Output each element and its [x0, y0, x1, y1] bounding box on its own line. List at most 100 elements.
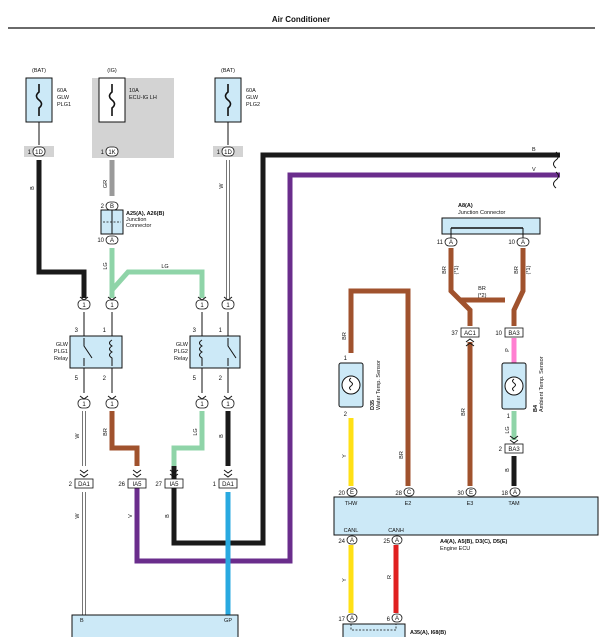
- wire-br-ac1: [448, 248, 473, 326]
- svg-text:A: A: [513, 490, 517, 496]
- svg-text:GLW: GLW: [57, 95, 70, 101]
- relay-glw-plg1: 3 1 5 2 GLW PLG1 Relay: [54, 328, 123, 382]
- svg-text:B: B: [165, 514, 171, 518]
- svg-text:(*1): (*1): [526, 265, 532, 274]
- svg-text:Relay: Relay: [174, 356, 188, 362]
- svg-text:IA5: IA5: [169, 482, 179, 488]
- svg-text:BA3: BA3: [508, 447, 520, 453]
- wire-b-relay1: [36, 160, 87, 298]
- svg-text:LG: LG: [103, 262, 109, 269]
- thermistor-icon: [341, 375, 361, 395]
- svg-text:E: E: [350, 490, 354, 496]
- wire-lg-relay2: [110, 269, 205, 298]
- svg-text:24: 24: [338, 539, 345, 545]
- svg-text:Relay: Relay: [54, 356, 68, 362]
- svg-text:1: 1: [101, 150, 105, 156]
- svg-text:17: 17: [338, 617, 345, 623]
- fuse-ecu-ig-lh: (IG) 10A ECU-IG LH: [92, 68, 174, 158]
- svg-text:Water Temp. Sensor: Water Temp. Sensor: [376, 360, 382, 410]
- svg-text:1: 1: [28, 150, 32, 156]
- svg-text:ECU-IG LH: ECU-IG LH: [129, 95, 157, 101]
- svg-text:A: A: [449, 240, 453, 246]
- svg-text:1: 1: [82, 303, 86, 309]
- svg-text:GLW: GLW: [56, 342, 69, 348]
- svg-text:IA5: IA5: [132, 482, 142, 488]
- svg-text:GLW: GLW: [246, 95, 259, 101]
- svg-text:GLW: GLW: [176, 342, 189, 348]
- svg-text:(*1): (*1): [454, 265, 460, 274]
- svg-text:10A: 10A: [129, 88, 139, 94]
- fuse-icon: [35, 84, 43, 116]
- svg-text:1D: 1D: [224, 150, 232, 156]
- water-temp-sensor: BR 1 2 D35 Water Temp. Sensor Y BR: [338, 332, 405, 459]
- svg-text:GR: GR: [103, 180, 109, 188]
- svg-text:26: 26: [118, 482, 125, 488]
- junction-connector-a25: 2 B 10 A A25(A), A26(B) Junction Connect…: [97, 201, 164, 245]
- inline-connectors-mid: AC1 37 BA3 10 BA3 2 P BR LG B: [451, 327, 524, 472]
- wire-break-b: [553, 151, 559, 169]
- svg-text:PLG1: PLG1: [57, 102, 71, 108]
- svg-text:Connector: Connector: [126, 223, 152, 229]
- svg-text:A25(A), A26(B): A25(A), A26(B): [126, 211, 164, 217]
- svg-text:1: 1: [213, 482, 217, 488]
- svg-text:LG: LG: [161, 264, 168, 270]
- relay-switch-icon: [83, 338, 93, 366]
- svg-text:1: 1: [507, 414, 511, 420]
- wire-v-long: [134, 172, 560, 564]
- svg-text:CANL: CANL: [344, 528, 359, 534]
- relay-switch-icon: [227, 338, 237, 366]
- svg-text:1: 1: [200, 303, 204, 309]
- svg-text:DA1: DA1: [222, 482, 234, 488]
- svg-text:(BAT): (BAT): [221, 68, 235, 74]
- svg-text:10: 10: [508, 240, 515, 246]
- svg-text:11: 11: [437, 240, 444, 246]
- svg-text:A: A: [350, 616, 354, 622]
- ambient-temp-sensor: 2 1 B4 Ambient Temp. Sensor: [501, 356, 545, 420]
- svg-text:60A: 60A: [246, 88, 256, 94]
- svg-text:1: 1: [226, 303, 230, 309]
- svg-text:10: 10: [495, 331, 502, 337]
- svg-text:B: B: [110, 204, 114, 210]
- wire-br-relay1: [109, 411, 140, 466]
- svg-text:E2: E2: [405, 501, 412, 507]
- svg-text:A: A: [110, 238, 114, 244]
- svg-text:V: V: [532, 167, 536, 173]
- page-title: Air Conditioner: [272, 15, 330, 24]
- svg-text:B: B: [30, 186, 36, 190]
- svg-text:GP: GP: [224, 618, 232, 624]
- svg-text:1: 1: [82, 402, 86, 408]
- svg-text:5: 5: [75, 376, 79, 382]
- svg-text:CANH: CANH: [388, 528, 404, 534]
- svg-text:Y: Y: [342, 454, 348, 458]
- svg-text:1: 1: [110, 402, 114, 408]
- svg-text:AC1: AC1: [464, 331, 476, 337]
- fuse-icon: [108, 84, 116, 116]
- wire-break-v: [553, 171, 559, 189]
- wire-b-long: [171, 152, 560, 546]
- svg-text:PLG2: PLG2: [174, 349, 188, 355]
- svg-text:1: 1: [217, 150, 221, 156]
- svg-text:LG: LG: [193, 428, 199, 435]
- svg-text:6: 6: [387, 617, 391, 623]
- svg-text:BA3: BA3: [508, 331, 520, 337]
- svg-text:28: 28: [395, 491, 402, 497]
- svg-text:A: A: [395, 616, 399, 622]
- fuse-glw-plg1: (BAT) 60A GLW PLG1: [25, 68, 71, 123]
- svg-text:1D: 1D: [35, 150, 43, 156]
- svg-text:(*2): (*2): [478, 293, 487, 299]
- svg-text:BR: BR: [461, 408, 467, 416]
- svg-text:27: 27: [155, 482, 162, 488]
- svg-text:2: 2: [69, 482, 73, 488]
- svg-text:E: E: [469, 490, 473, 496]
- svg-text:P: P: [505, 348, 511, 352]
- svg-text:PLG1: PLG1: [54, 349, 68, 355]
- svg-text:E3: E3: [467, 501, 474, 507]
- svg-text:60A: 60A: [57, 88, 67, 94]
- connector-a35: 17 A 6 A A35(A), I68(B): [338, 613, 446, 637]
- svg-text:3: 3: [193, 328, 197, 334]
- wire-labels-lower: W BR LG B W V B: [75, 428, 225, 518]
- relay-coil-icon: [199, 339, 203, 366]
- svg-text:C: C: [407, 490, 412, 496]
- svg-text:1: 1: [110, 303, 114, 309]
